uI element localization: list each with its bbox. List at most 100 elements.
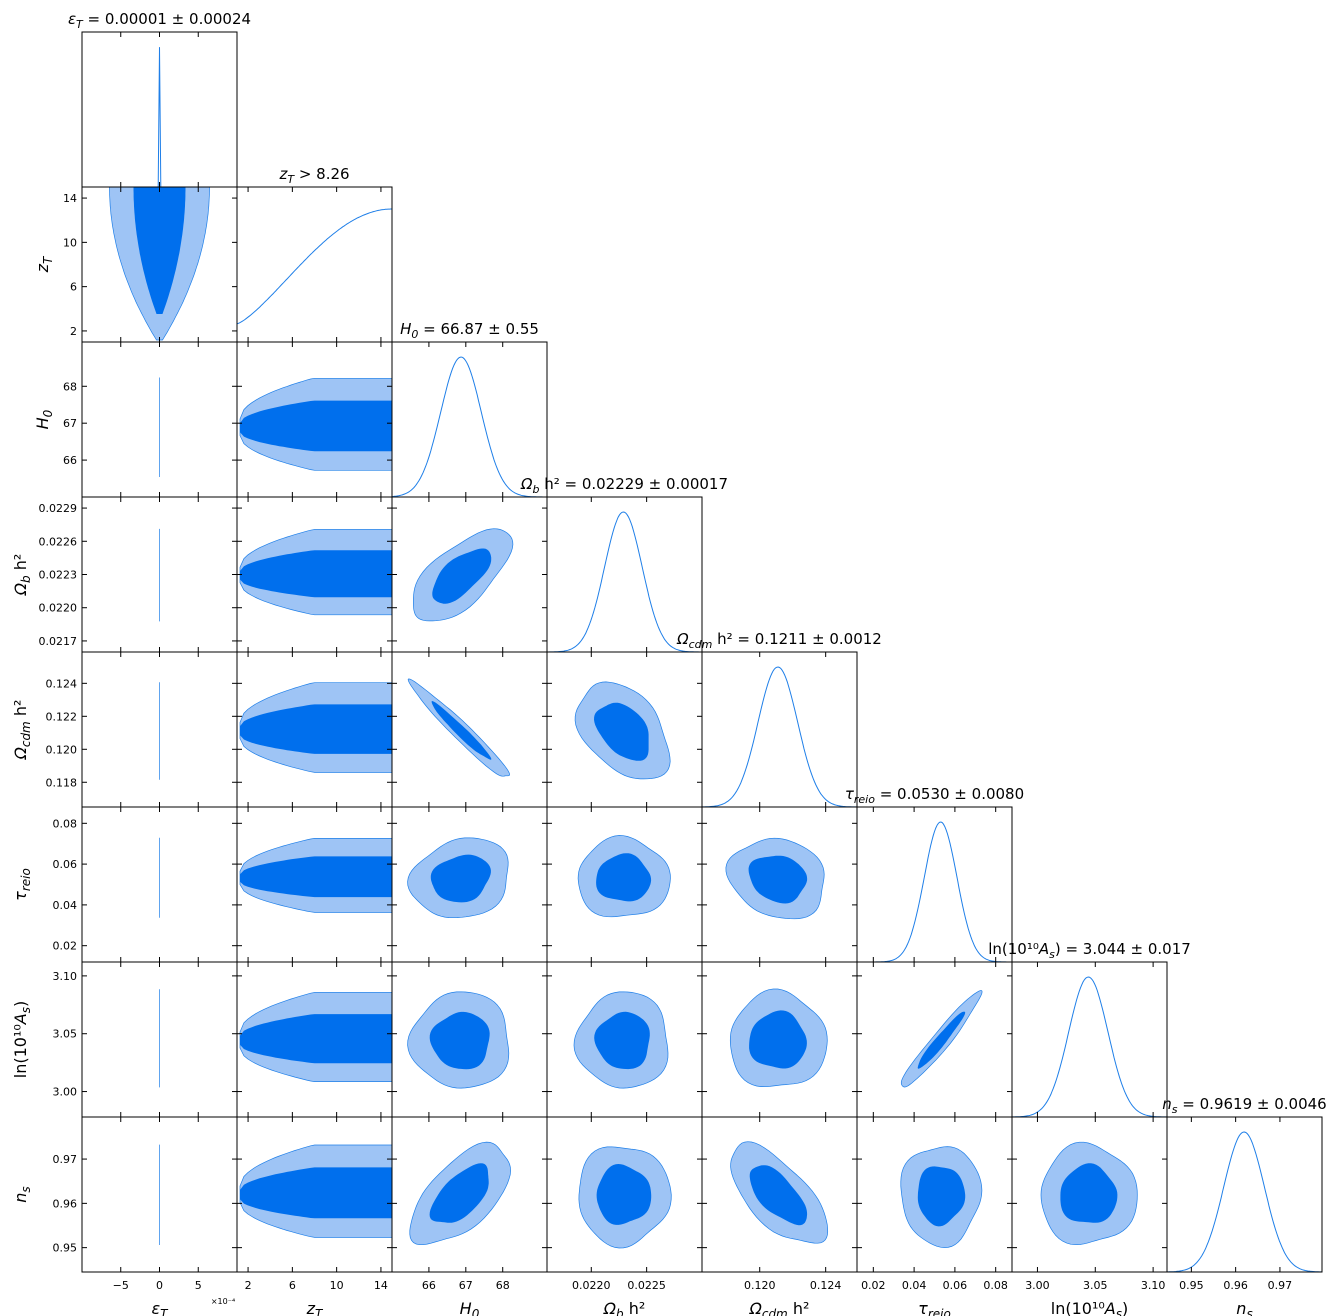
- contour-panel-epsT-tau: [81, 806, 238, 963]
- y-tick-label: 3.00: [53, 1086, 78, 1099]
- y-tick-label: 3.10: [53, 970, 78, 983]
- y-tick-label: 0.04: [53, 899, 78, 912]
- contour-group: [109, 187, 210, 341]
- y-tick-label: 0.08: [53, 817, 78, 830]
- y-tick-label: 0.0229: [39, 502, 78, 515]
- contour-68: [594, 1011, 650, 1070]
- y-tick-label: 6: [70, 281, 77, 294]
- contour-group: [407, 678, 510, 777]
- contour-panel-zT-omc: [236, 651, 393, 808]
- x-axis-label-ns: ns: [1236, 1299, 1252, 1316]
- y-tick-label: 0.0226: [39, 535, 78, 548]
- contour-group: [239, 992, 392, 1082]
- panel-frame: [1011, 1116, 1168, 1273]
- marginal-panel-omb: Ωb h² = 0.02229 ± 0.00017: [520, 475, 728, 653]
- y-axis-label-H0: H0: [33, 409, 55, 429]
- x-tick-label: 3.05: [1083, 1279, 1108, 1292]
- x-tick-label: −5: [113, 1279, 129, 1292]
- contour-panel-omb-ns: [546, 1116, 703, 1273]
- x-axis-label-omc: Ωcdm h²: [749, 1299, 810, 1316]
- y-tick-label: 0.02: [53, 940, 78, 953]
- marginal-panel-tau: τreio = 0.0530 ± 0.0080: [845, 785, 1024, 963]
- contour-panel-epsT-H0: [81, 341, 238, 498]
- y-axis-label-lnA: ln(10¹⁰As): [11, 1001, 33, 1078]
- contour-68: [917, 1166, 966, 1227]
- marginal-curve: [547, 511, 702, 653]
- marginal-panel-ns: ns = 0.9619 ± 0.0046: [1162, 1095, 1327, 1273]
- marginal-panel-zT: zT > 8.26: [236, 165, 393, 343]
- x-tick-label: 67: [459, 1279, 473, 1292]
- x-tick-label: 2: [245, 1279, 252, 1292]
- marginal-title-ns: ns = 0.9619 ± 0.0046: [1162, 1095, 1326, 1116]
- marginal-curve: [236, 208, 392, 325]
- contour-panel-omb-tau: [546, 806, 703, 963]
- x-tick-label: 0.95: [1179, 1279, 1204, 1292]
- marginal-curve: [82, 47, 237, 188]
- marginal-title-omc: Ωcdm h² = 0.1211 ± 0.0012: [676, 630, 882, 651]
- contour-group: [239, 1144, 392, 1238]
- x-tick-label: 6: [289, 1279, 296, 1292]
- x-axis-label-tau: τreio: [918, 1299, 951, 1316]
- x-tick-label: 3.10: [1141, 1279, 1166, 1292]
- x-axis-label-zT: zT: [306, 1299, 324, 1316]
- marginal-title-H0: H0 = 66.87 ± 0.55: [400, 320, 539, 341]
- x-axis-label-H0: H0: [460, 1299, 480, 1316]
- y-tick-label: 10: [63, 236, 77, 249]
- contour-group: [413, 528, 514, 622]
- contour-panel-omb-omc: [546, 651, 703, 808]
- x-tick-label: 5: [195, 1279, 202, 1292]
- y-tick-label: 0.118: [46, 776, 78, 789]
- y-tick-label: 68: [63, 380, 77, 393]
- y-tick-label: 0.06: [53, 858, 78, 871]
- contour-68: [749, 1165, 808, 1226]
- marginal-panel-H0: H0 = 66.87 ± 0.55: [391, 320, 548, 498]
- contour-68: [596, 853, 652, 902]
- marginal-curve: [1167, 1131, 1322, 1273]
- y-tick-label: 67: [63, 417, 77, 430]
- contour-panel-epsT-omc: [81, 651, 238, 808]
- panel-frame: [1011, 961, 1168, 1118]
- contour-panel-epsT-omb: [81, 496, 238, 653]
- x-tick-label: 0.0225: [627, 1279, 666, 1292]
- x-tick-label: 0.02: [861, 1279, 886, 1292]
- contour-panel-omb-lnA: [546, 961, 703, 1118]
- contour-panel-omc-ns: [701, 1116, 858, 1273]
- x-tick-label: 14: [374, 1279, 388, 1292]
- x-tick-label: 0.0220: [572, 1279, 611, 1292]
- contour-68: [429, 1163, 489, 1223]
- y-tick-label: 3.05: [53, 1028, 78, 1041]
- x-tick-label: 66: [422, 1279, 436, 1292]
- contour-panel-zT-lnA: [236, 961, 393, 1118]
- contour-group: [900, 990, 983, 1088]
- y-axis-label-ns: ns: [11, 1186, 33, 1202]
- contour-68: [594, 702, 649, 761]
- contour-panel-zT-tau: [236, 806, 393, 963]
- x-tick-label: 0.04: [902, 1279, 927, 1292]
- contour-68: [432, 548, 492, 604]
- marginal-curve: [1012, 976, 1168, 1118]
- tick-marks: [82, 32, 1281, 1272]
- marginal-title-omb: Ωb h² = 0.02229 ± 0.00017: [520, 475, 728, 496]
- x-axis-label-epsT: εT: [152, 1299, 170, 1316]
- contour-group: [409, 1141, 511, 1246]
- contour-panel-omc-tau: [701, 806, 858, 963]
- y-tick-label: 14: [63, 192, 77, 205]
- contour-panel-tau-ns: [856, 1116, 1013, 1273]
- contour-68: [240, 400, 392, 452]
- contour-group: [239, 377, 392, 471]
- contour-panel-epsT-lnA: [81, 961, 238, 1118]
- contour-group: [239, 838, 392, 913]
- y-tick-label: 0.0217: [39, 635, 78, 648]
- contour-68: [240, 856, 392, 898]
- x-tick-label: 0.06: [943, 1279, 968, 1292]
- y-axis-label-omb: Ωb h²: [11, 554, 33, 597]
- marginal-title-epsT: εT = 0.00001 ± 0.00024: [68, 10, 251, 31]
- contour-panel-epsT-zT: [81, 186, 238, 343]
- contour-group: [574, 681, 671, 780]
- x-tick-label: 68: [496, 1279, 510, 1292]
- panel-frame: [391, 341, 548, 498]
- y-tick-label: 0.0220: [39, 602, 78, 615]
- x-tick-label: 10: [330, 1279, 344, 1292]
- y-tick-label: 66: [63, 454, 77, 467]
